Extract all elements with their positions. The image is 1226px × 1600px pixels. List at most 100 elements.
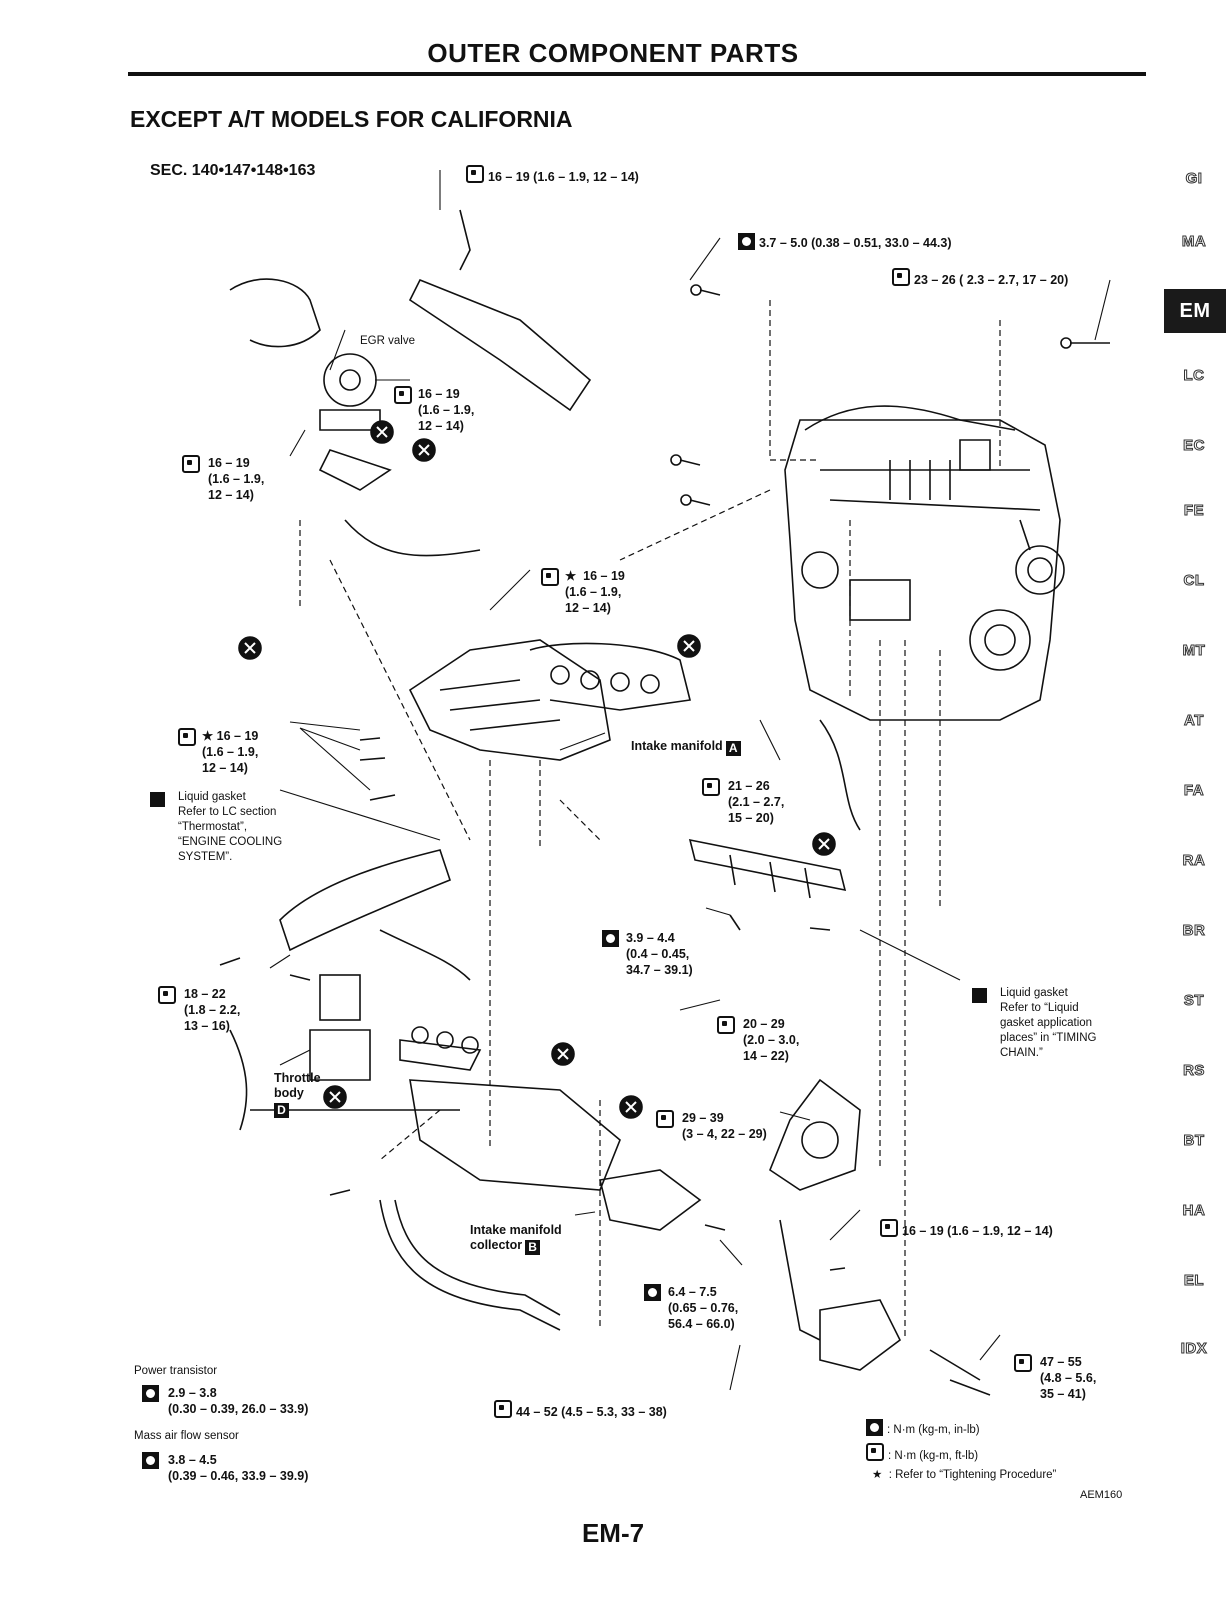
- label-power-transistor: Power transistor: [134, 1365, 218, 1377]
- torque-wrench-icon: [158, 986, 176, 1004]
- liquid-gasket-icon: [150, 792, 165, 807]
- callout-bracket-torque: 16 – 19 (1.6 – 1.9, 12 – 14): [880, 1219, 1053, 1239]
- section-tab-fe[interactable]: FE: [1183, 502, 1205, 520]
- torque-nm-in-icon: [602, 930, 619, 947]
- water-pipe: [229, 849, 471, 1131]
- section-tab-fa[interactable]: FA: [1183, 782, 1205, 800]
- legend-nm-in: : N·m (kg-m, in-lb): [866, 1419, 980, 1438]
- torque-wrench-icon: [494, 1400, 512, 1418]
- section-tab-em[interactable]: EM: [1164, 289, 1226, 333]
- section-tab-cl[interactable]: CL: [1183, 572, 1205, 590]
- callout-torque-47-55: 47 – 55 (4.8 – 5.6, 35 – 41): [1014, 1354, 1097, 1402]
- torque-nm-in-icon: [644, 1284, 661, 1301]
- section-tab-ra[interactable]: RA: [1182, 852, 1206, 870]
- callout-top-torque: 16 – 19 (1.6 – 1.9, 12 – 14): [466, 165, 639, 185]
- torque-nm-in-icon: [738, 233, 755, 250]
- callout-text: 44 – 52 (4.5 – 5.3, 33 – 38): [516, 1405, 667, 1419]
- page-number: EM-7: [581, 1518, 645, 1548]
- torque-wrench-icon: [866, 1443, 884, 1461]
- title-rule: [128, 72, 1146, 76]
- section-tab-lc[interactable]: LC: [1183, 367, 1205, 385]
- callout-text: 20 – 29 (2.0 – 3.0, 14 – 22): [743, 1017, 800, 1063]
- callout-egr-torque: 16 – 19 (1.6 – 1.9, 12 – 14): [394, 386, 475, 434]
- callout-text: 3.8 – 4.5 (0.39 – 0.46, 33.9 – 39.9): [168, 1453, 309, 1483]
- egr-assembly: [229, 209, 592, 557]
- section-tab-ec[interactable]: EC: [1183, 437, 1205, 455]
- legend-text: : N·m (kg-m, in-lb): [887, 1424, 980, 1436]
- part-letter-b: B: [525, 1240, 541, 1255]
- callout-torque-64-75: 6.4 – 7.5 (0.65 – 0.76, 56.4 – 66.0): [644, 1284, 739, 1332]
- callout-star-torque-left: ★ 16 – 19 (1.6 – 1.9, 12 – 14): [178, 728, 259, 776]
- torque-nm-in-icon: [142, 1385, 159, 1402]
- callout-text: Liquid gasket Refer to “Liquid gasket ap…: [1000, 987, 1097, 1059]
- callout-text: ★ 16 – 19 (1.6 – 1.9, 12 – 14): [202, 729, 259, 775]
- section-tab-el[interactable]: EL: [1183, 1272, 1205, 1290]
- liquid-gasket-icon: [972, 988, 987, 1003]
- callout-liquid-gasket-left: Liquid gasket Refer to LC section “Therm…: [150, 790, 282, 865]
- section-tab-br[interactable]: BR: [1182, 922, 1206, 940]
- intake-manifold: [408, 639, 691, 761]
- section-tab-ha[interactable]: HA: [1182, 1202, 1206, 1220]
- engine-exploded-diagram: [219, 170, 1111, 1396]
- torque-wrench-icon: [182, 455, 200, 473]
- torque-wrench-icon: [178, 728, 196, 746]
- callout-right-top-torque: 23 – 26 ( 2.3 – 2.7, 17 – 20): [892, 268, 1068, 288]
- label-text: Intake manifold collector: [470, 1223, 562, 1252]
- callout-text: 16 – 19 (1.6 – 1.9, 12 – 14): [488, 170, 639, 184]
- torque-nm-in-icon: [142, 1452, 159, 1469]
- torque-wrench-icon: [880, 1219, 898, 1237]
- section-title: EXCEPT A/T MODELS FOR CALIFORNIA: [130, 106, 573, 132]
- section-tab-gi[interactable]: GI: [1185, 170, 1203, 188]
- callout-torque-18-22: 18 – 22 (1.8 – 2.2, 13 – 16): [158, 986, 241, 1034]
- section-tab-idx[interactable]: IDX: [1180, 1340, 1208, 1358]
- callout-torque-20-29: 20 – 29 (2.0 – 3.0, 14 – 22): [717, 1016, 800, 1064]
- callout-text: 29 – 39 (3 – 4, 22 – 29): [682, 1111, 767, 1141]
- callout-sensor-torque: 3.7 – 5.0 (0.38 – 0.51, 33.0 – 44.3): [738, 233, 952, 251]
- callout-text: 16 – 19 (1.6 – 1.9, 12 – 14): [418, 387, 475, 433]
- part-letter-a: A: [725, 741, 741, 756]
- leader-lines: [269, 170, 1111, 1391]
- section-tab-at[interactable]: AT: [1184, 712, 1204, 730]
- intake-collector: [379, 1026, 702, 1331]
- torque-wrench-icon: [717, 1016, 735, 1034]
- torque-wrench-icon: [394, 386, 412, 404]
- callout-liquid-gasket-right: Liquid gasket Refer to “Liquid gasket ap…: [972, 986, 1097, 1061]
- callout-text: 16 – 19 (1.6 – 1.9, 12 – 14): [902, 1224, 1053, 1238]
- torque-wrench-icon: [466, 165, 484, 183]
- callout-text: 23 – 26 ( 2.3 – 2.7, 17 – 20): [914, 273, 1069, 287]
- callout-star-torque-mid: ★ 16 – 19 (1.6 – 1.9, 12 – 14): [541, 568, 625, 616]
- callout-torque-39-44: 3.9 – 4.4 (0.4 – 0.45, 34.7 – 39.1): [602, 930, 693, 978]
- callout-text: 18 – 22 (1.8 – 2.2, 13 – 16): [184, 987, 241, 1033]
- section-tab-ma[interactable]: MA: [1181, 233, 1207, 251]
- section-tab-bt[interactable]: BT: [1183, 1132, 1205, 1150]
- section-tab-st[interactable]: ST: [1183, 992, 1205, 1010]
- callout-text: 6.4 – 7.5 (0.65 – 0.76, 56.4 – 66.0): [668, 1285, 739, 1331]
- torque-nm-in-icon: [866, 1419, 883, 1436]
- callout-maf-torque: 3.8 – 4.5 (0.39 – 0.46, 33.9 – 39.9): [142, 1452, 309, 1484]
- callout-left-torque: 16 – 19 (1.6 – 1.9, 12 – 14): [182, 455, 265, 503]
- sec-label: SEC. 140•147•148•163: [150, 162, 316, 179]
- label-maf-sensor: Mass air flow sensor: [134, 1430, 239, 1442]
- torque-wrench-icon: [541, 568, 559, 586]
- section-tab-rs[interactable]: RS: [1183, 1062, 1205, 1080]
- callout-text: 3.9 – 4.4 (0.4 – 0.45, 34.7 – 39.1): [626, 931, 693, 977]
- callout-text: 47 – 55 (4.8 – 5.6, 35 – 41): [1040, 1355, 1097, 1401]
- callout-text: 16 – 19 (1.6 – 1.9, 12 – 14): [208, 456, 265, 502]
- guide-lines: [299, 300, 1001, 1340]
- legend-nm-ft: : N·m (kg-m, ft-lb): [866, 1443, 978, 1464]
- part-letter-d: D: [274, 1103, 289, 1118]
- callout-torque-29-39: 29 – 39 (3 – 4, 22 – 29): [656, 1110, 767, 1142]
- legend-text: : N·m (kg-m, ft-lb): [888, 1450, 979, 1462]
- replace-markers: [238, 420, 836, 1119]
- callout-torque-44-52: 44 – 52 (4.5 – 5.3, 33 – 38): [494, 1400, 667, 1420]
- callout-text: ★ 16 – 19 (1.6 – 1.9, 12 – 14): [565, 569, 625, 615]
- label-text: Intake manifold: [631, 739, 723, 753]
- torque-wrench-icon: [702, 778, 720, 796]
- torque-wrench-icon: [1014, 1354, 1032, 1372]
- section-tab-mt[interactable]: MT: [1182, 642, 1206, 660]
- figure-id: AEM160: [1080, 1489, 1123, 1501]
- callout-text: 2.9 – 3.8 (0.30 – 0.39, 26.0 – 33.9): [168, 1386, 309, 1416]
